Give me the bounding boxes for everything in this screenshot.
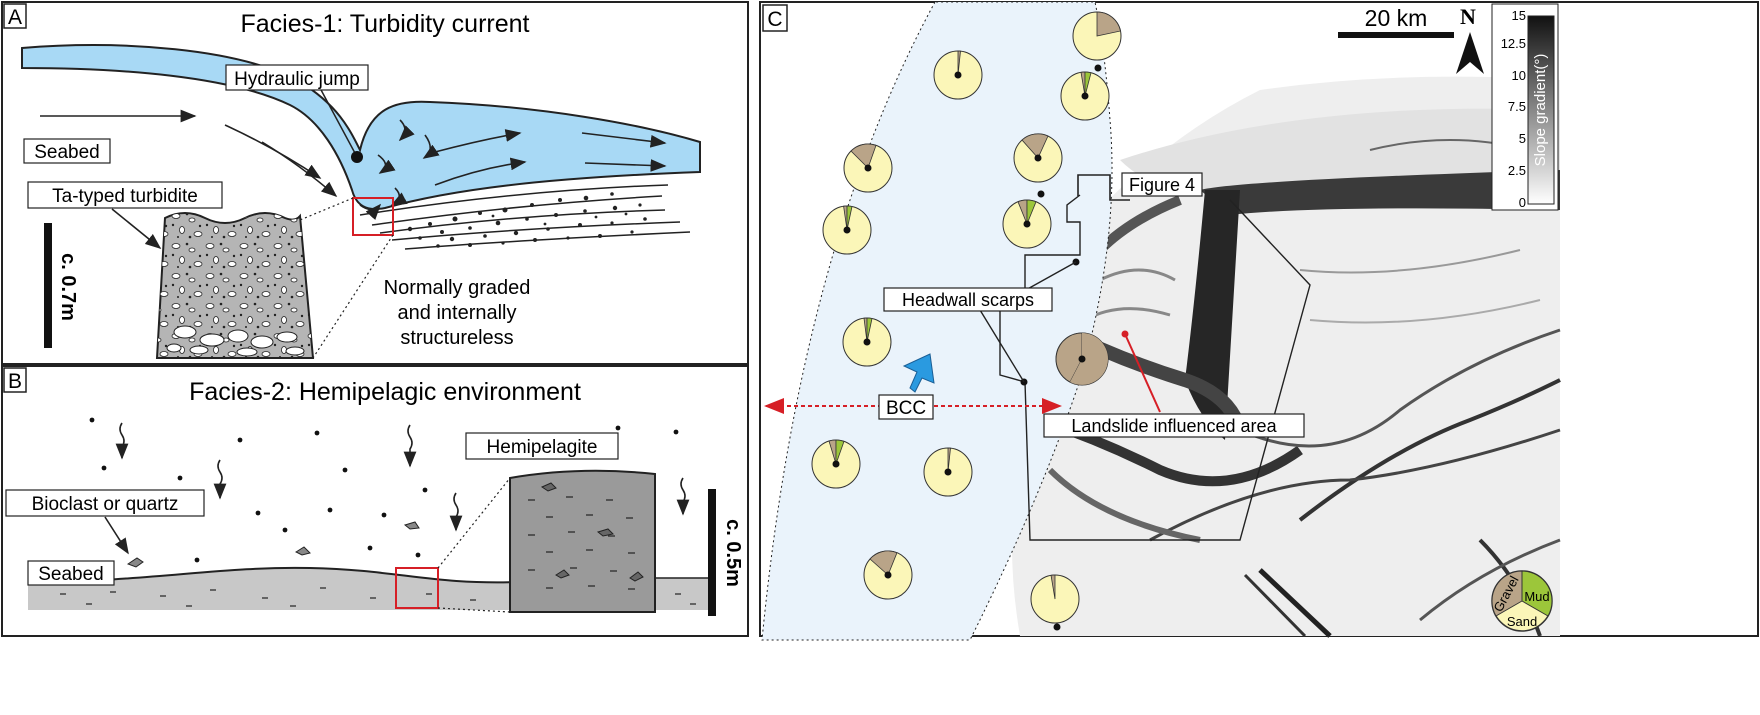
legend-mud: Mud [1524,589,1549,604]
panel-a-letter-box [3,3,27,29]
hydraulic-jump-box [225,64,369,91]
zoom-box-a [352,197,394,236]
panel-a: A Facies-1: Turbidity current [1,1,749,365]
sample-dot [1094,64,1102,72]
colorbar-gradient [1527,15,1555,205]
figure4-outline [1077,174,1130,201]
bioclast-grains [126,521,420,568]
colorbar-tick: 15 [1512,8,1526,23]
turbidite-pebbles [157,213,313,358]
hemipelagite-core [509,469,656,613]
sample-pie [923,447,973,497]
hemipelagite-grains [540,482,644,582]
seabed-line [27,566,521,584]
zoom-line-b1 [437,477,511,569]
map-scale-label: 20 km [1365,5,1428,31]
sample-pie [822,205,872,255]
scale-bar-b [708,489,716,616]
sample-pie [1055,332,1109,386]
panel-c: C Figure 4 Headwall scarps BCC Landslide… [759,1,1759,641]
panel-c-letter: C [767,8,782,31]
colorbar-ticks: 15 12.5 10 7.5 5 2.5 0 [1501,8,1526,210]
sample-pie [842,317,892,367]
scale-a-label: c. 0.7m [57,253,79,321]
graded-line-3: structureless [400,327,513,349]
headwall-label: Headwall scarps [902,290,1034,310]
panel-b-title: Facies-2: Hemipelagic environment [189,378,581,406]
hydraulic-jump-label: Hydraulic jump [234,69,360,90]
bcc-label: BCC [886,398,926,419]
landslide-box [1043,413,1305,438]
figure4-label: Figure 4 [1129,175,1195,195]
seabed-a-label: Seabed [34,142,100,163]
sample-pie [843,143,893,193]
zoom-line-b2 [437,607,511,613]
sample-pie [1013,133,1063,183]
sample-pie [933,50,983,100]
colorbar-tick: 12.5 [1501,36,1526,51]
sample-pie [863,550,913,600]
turbidite-basal-clasts [166,325,305,357]
turbidite-label: Ta-typed turbidite [52,186,198,207]
zoom-box-b [395,567,439,609]
turbidite-deposit [359,184,691,250]
colorbar-tick: 7.5 [1508,99,1526,114]
bcc-flow-arrow [902,353,935,393]
sample-pie [811,439,861,489]
hemipelagite-label: Hemipelagite [487,437,598,458]
seabed-right-strip [655,578,708,610]
seabed-a-box [23,138,111,164]
settling-arrows [115,422,690,532]
sample-pie [1072,11,1122,61]
sample-dot [1053,623,1061,631]
panel-a-title: Facies-1: Turbidity current [241,10,530,38]
panel-c-letter-box [762,4,788,32]
bioclast-label: Bioclast or quartz [32,494,179,515]
north-label: N [1460,4,1476,29]
headwall-box [883,287,1053,312]
turbidite-label-box [27,181,223,209]
legend-sand: Sand [1507,614,1537,629]
sample-pie [1030,574,1080,624]
suspended-particles [89,417,679,563]
graded-line-1: Normally graded [384,277,531,299]
landslide-label: Landslide influenced area [1071,416,1277,436]
graded-line-2: and internally [398,302,517,324]
panel-b-letter: B [8,370,22,393]
sample-pie [1060,71,1110,121]
scale-b-label: c. 0.5m [722,519,744,587]
hemipelagite-dashes [528,496,635,590]
colorbar-tick: 2.5 [1508,163,1526,178]
bcc-box [878,394,934,420]
bioclast-box [5,489,205,517]
hydraulic-jump-leader [319,87,357,156]
figure4-box [1121,172,1203,197]
scarp-leader-2 [979,309,1025,383]
landslide-leader [1124,333,1161,413]
north-arrow [1456,32,1484,74]
seabed-b-box [27,560,115,586]
sample-dot [1037,190,1045,198]
landslide-point [1121,330,1129,338]
turbidite-pointer [111,208,162,250]
sample-pies [811,11,1122,631]
hemipelagite-box [465,432,619,460]
map-scale-bar [1338,32,1454,38]
colorbar-tick: 10 [1512,68,1526,83]
seabed-b-label: Seabed [38,564,104,585]
panel-a-letter: A [8,6,22,29]
flow-arrows [40,109,667,221]
colorbar-tick: 0 [1519,195,1526,210]
panel-b: B Facies-2: Hemipelagic environment [1,365,749,637]
bioclast-pointer [104,516,129,555]
mud-dashes-b [60,587,696,607]
panel-b-letter-box [3,367,27,393]
sample-pie [1002,199,1052,249]
sediment-legend: Gravel Mud Sand [1490,570,1553,632]
colorbar-tick: 5 [1519,131,1526,146]
hydraulic-jump-dot [351,151,363,163]
scale-bar-a [44,223,52,348]
colorbar-title: Slope gradient(°) [1532,54,1549,167]
